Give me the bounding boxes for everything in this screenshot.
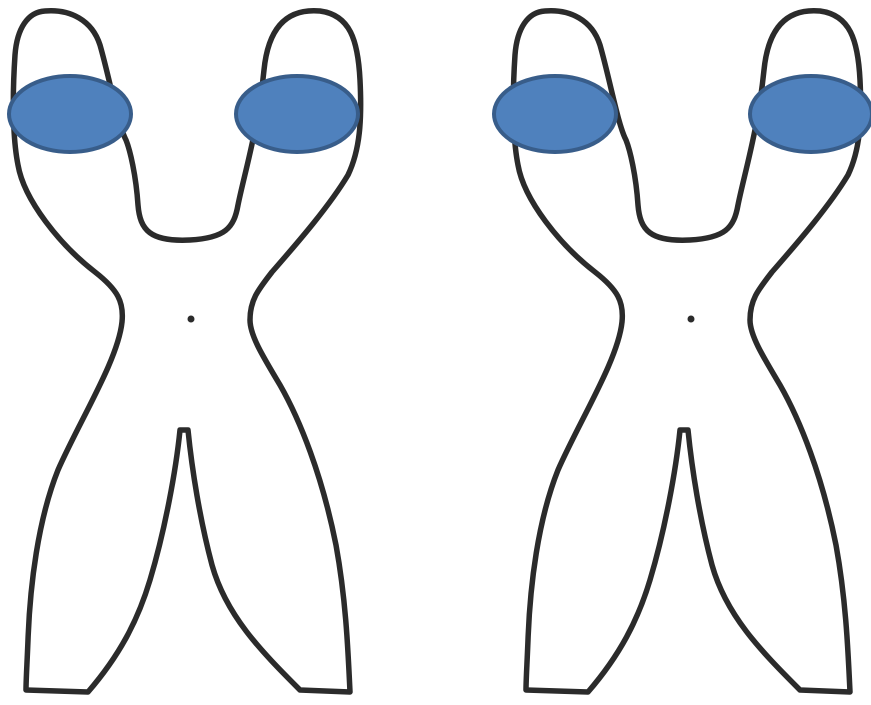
centromere-mark [688,316,695,323]
left-arm-marker [494,76,616,152]
right-arm-marker [236,76,358,152]
centromere-mark [188,316,195,323]
right-arm-marker [750,76,871,152]
chromosome-2 [494,11,871,692]
chromosome-1 [9,11,361,692]
left-arm-marker [9,76,131,152]
